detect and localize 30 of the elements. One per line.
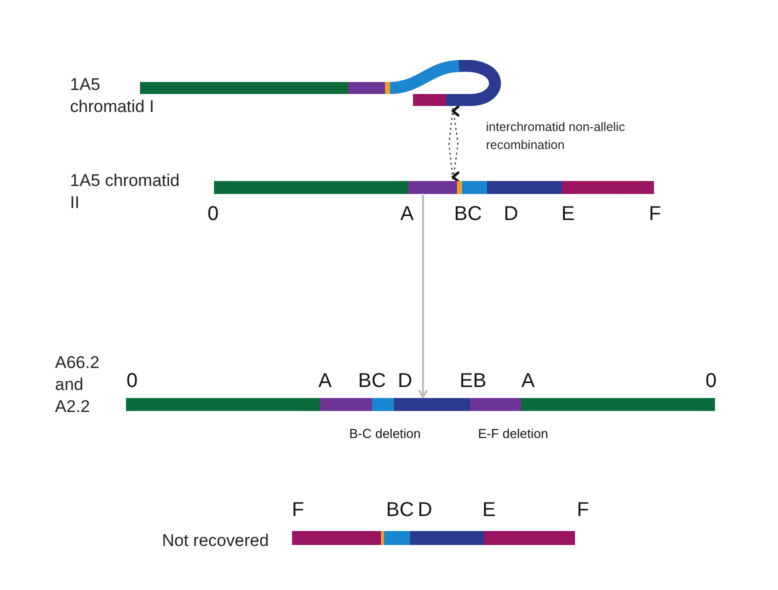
position-label: 0 bbox=[705, 369, 717, 393]
position-label: F bbox=[576, 498, 590, 522]
position-label: 0 bbox=[207, 202, 219, 226]
chromosome-bar bbox=[214, 181, 654, 194]
chromosome-bar bbox=[292, 531, 575, 545]
position-label: BC bbox=[386, 498, 414, 522]
arrow bbox=[418, 195, 428, 398]
position-label: D bbox=[418, 498, 432, 522]
sample-label: A66.2 and A2.2 bbox=[55, 352, 100, 418]
sample-label: Not recovered bbox=[162, 530, 270, 552]
position-label: BC bbox=[454, 202, 482, 226]
position-label: F bbox=[292, 498, 304, 522]
sample-label: 1A5 chromatid I bbox=[70, 74, 156, 118]
deletion-label: B-C deletion bbox=[349, 426, 421, 442]
position-label: D bbox=[504, 202, 518, 226]
position-label: A bbox=[318, 369, 332, 393]
recombination-crossover-arrow bbox=[448, 104, 460, 184]
sample-label: 1A5 chromatid II bbox=[70, 170, 180, 214]
position-label: E bbox=[482, 498, 496, 522]
position-label: BC bbox=[358, 369, 386, 393]
position-label: D bbox=[398, 369, 412, 393]
edge-label: interchromatid non-allelic recombination bbox=[486, 119, 626, 154]
position-label: 0 bbox=[126, 369, 138, 393]
position-label: A bbox=[521, 369, 535, 393]
position-label: F bbox=[648, 202, 662, 226]
position-label: EB bbox=[460, 369, 486, 393]
chromosome-bar bbox=[126, 398, 715, 411]
deletion-label: E-F deletion bbox=[478, 426, 548, 442]
position-label: E bbox=[561, 202, 575, 226]
position-label: A bbox=[400, 202, 414, 226]
